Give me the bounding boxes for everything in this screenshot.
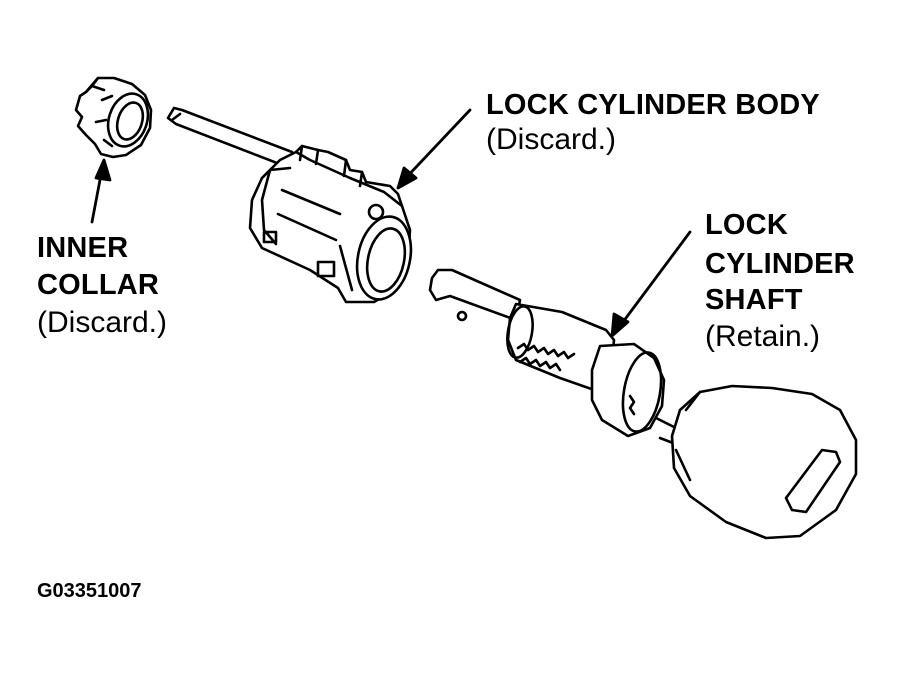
lock-cylinder-shaft-label-line3: SHAFT bbox=[705, 284, 803, 316]
inner-collar-part bbox=[74, 76, 153, 159]
lock-cylinder-shaft-label-line2: CYLINDER bbox=[705, 248, 855, 280]
lock-cylinder-shaft-part bbox=[428, 268, 858, 540]
lock-cylinder-body-note: (Discard.) bbox=[486, 123, 617, 156]
inner-collar-label-line2: COLLAR bbox=[37, 269, 160, 301]
lock-cylinder-shaft-label-line1: LOCK bbox=[705, 209, 788, 241]
leader-arrows bbox=[90, 108, 692, 338]
inner-collar-note: (Discard.) bbox=[37, 306, 168, 339]
lock-cylinder-body-arrow bbox=[400, 108, 472, 184]
figure-id: G03351007 bbox=[37, 580, 142, 602]
lock-cylinder-body-part bbox=[166, 106, 413, 304]
lock-cylinder-body-label: LOCK CYLINDER BODY bbox=[486, 89, 820, 121]
lock-cylinder-shaft-note: (Retain.) bbox=[705, 320, 821, 353]
inner-collar-label-line1: INNER bbox=[37, 232, 129, 264]
lock-cylinder-shaft-arrow bbox=[618, 230, 692, 328]
